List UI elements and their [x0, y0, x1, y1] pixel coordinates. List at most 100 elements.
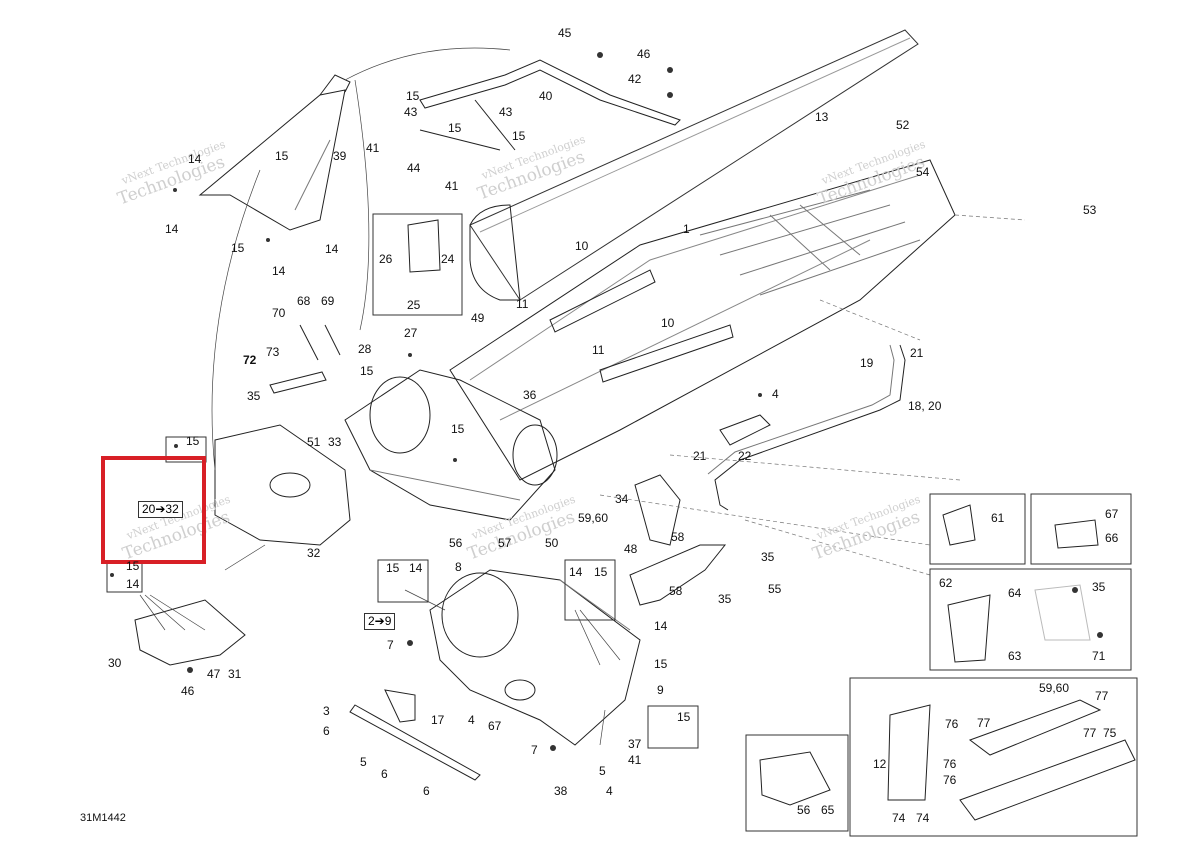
callout-label[interactable]: 10 — [661, 316, 675, 330]
callout-label[interactable]: 57 — [498, 536, 512, 550]
callout-label[interactable]: 15 — [512, 129, 526, 143]
callout-label[interactable]: 35 — [247, 389, 261, 403]
callout-label[interactable]: 40 — [539, 89, 553, 103]
callout-label[interactable]: 34 — [615, 492, 629, 506]
callout-label[interactable]: 15 — [386, 561, 400, 575]
callout-label[interactable]: 6 — [423, 784, 430, 798]
callout-label[interactable]: 15 — [594, 565, 608, 579]
callout-label[interactable]: 56 — [449, 536, 463, 550]
callout-label[interactable]: 27 — [404, 326, 418, 340]
callout-label[interactable]: 25 — [407, 298, 421, 312]
callout-label[interactable]: 41 — [445, 179, 459, 193]
callout-label[interactable]: 36 — [523, 388, 537, 402]
callout-label[interactable]: 76 — [945, 717, 959, 731]
callout-label[interactable]: 43 — [499, 105, 513, 119]
callout-label[interactable]: 4 — [468, 713, 475, 727]
callout-label[interactable]: 77 — [1095, 689, 1109, 703]
callout-label[interactable]: 56 — [797, 803, 811, 817]
callout-label[interactable]: 63 — [1008, 649, 1022, 663]
reference-box-20-32[interactable]: 20➔32 — [138, 501, 183, 518]
callout-label[interactable]: 15 — [406, 89, 420, 103]
callout-label[interactable]: 15 — [451, 422, 465, 436]
callout-label[interactable]: 14 — [188, 152, 202, 166]
callout-label[interactable]: 76 — [943, 757, 957, 771]
callout-label[interactable]: 61 — [991, 511, 1005, 525]
callout-label[interactable]: 6 — [323, 724, 330, 738]
callout-label[interactable]: 14 — [325, 242, 339, 256]
callout-label[interactable]: 19 — [860, 356, 874, 370]
callout-label[interactable]: 11 — [516, 297, 529, 311]
callout-label[interactable]: 41 — [366, 141, 380, 155]
callout-label[interactable]: 54 — [916, 165, 930, 179]
callout-label[interactable]: 74 — [916, 811, 930, 825]
callout-label[interactable]: 68 — [297, 294, 311, 308]
callout-label[interactable]: 24 — [441, 252, 455, 266]
callout-label[interactable]: 71 — [1092, 649, 1106, 663]
callout-label[interactable]: 67 — [488, 719, 502, 733]
callout-label[interactable]: 77 — [977, 716, 991, 730]
callout-label[interactable]: 45 — [558, 26, 572, 40]
callout-label[interactable]: 49 — [471, 311, 485, 325]
callout-label[interactable]: 65 — [821, 803, 835, 817]
callout-label[interactable]: 77 — [1083, 726, 1097, 740]
callout-label[interactable]: 14 — [569, 565, 583, 579]
callout-label[interactable]: 30 — [108, 656, 122, 670]
reference-box-2-9[interactable]: 2➔9 — [364, 613, 396, 630]
callout-label[interactable]: 5 — [599, 764, 606, 778]
callout-label[interactable]: 22 — [738, 449, 752, 463]
callout-label[interactable]: 4 — [772, 387, 779, 401]
callout-label[interactable]: 73 — [266, 345, 280, 359]
callout-label[interactable]: 47 — [207, 667, 221, 681]
callout-label[interactable]: 39 — [333, 149, 347, 163]
callout-label[interactable]: 35 — [1092, 580, 1106, 594]
callout-label[interactable]: 13 — [815, 110, 829, 124]
callout-label[interactable]: 70 — [272, 306, 286, 320]
callout-label[interactable]: 59,60 — [578, 511, 609, 525]
callout-label[interactable]: 31 — [228, 667, 242, 681]
callout-label[interactable]: 69 — [321, 294, 335, 308]
callout-label[interactable]: 32 — [307, 546, 321, 560]
callout-label[interactable]: 15 — [231, 241, 245, 255]
callout-label[interactable]: 41 — [628, 753, 642, 767]
callout-label[interactable]: 64 — [1008, 586, 1022, 600]
callout-label[interactable]: 28 — [358, 342, 372, 356]
callout-label[interactable]: 15 — [448, 121, 462, 135]
callout-label[interactable]: 3 — [323, 704, 330, 718]
callout-label[interactable]: 1 — [683, 222, 690, 236]
callout-label[interactable]: 14 — [409, 561, 423, 575]
callout-label[interactable]: 14 — [654, 619, 668, 633]
callout-label[interactable]: 33 — [328, 435, 342, 449]
callout-label[interactable]: 17 — [431, 713, 445, 727]
callout-label[interactable]: 14 — [126, 577, 140, 591]
callout-label[interactable]: 58 — [669, 584, 683, 598]
callout-label[interactable]: 74 — [892, 811, 906, 825]
callout-label[interactable]: 42 — [628, 72, 642, 86]
highlight-box[interactable] — [101, 456, 206, 564]
callout-label[interactable]: 15 — [654, 657, 668, 671]
callout-label[interactable]: 7 — [387, 638, 394, 652]
callout-label[interactable]: 43 — [404, 105, 418, 119]
callout-label[interactable]: 48 — [624, 542, 638, 556]
callout-label[interactable]: 10 — [575, 239, 589, 253]
callout-label[interactable]: 15 — [275, 149, 289, 163]
callout-label[interactable]: 15 — [186, 434, 200, 448]
callout-label[interactable]: 52 — [896, 118, 910, 132]
callout-label[interactable]: 35 — [761, 550, 775, 564]
callout-label[interactable]: 8 — [455, 560, 462, 574]
callout-label[interactable]: 6 — [381, 767, 388, 781]
callout-label[interactable]: 44 — [407, 161, 421, 175]
callout-label[interactable]: 66 — [1105, 531, 1119, 545]
callout-label[interactable]: 72 — [243, 353, 257, 367]
callout-label[interactable]: 58 — [671, 530, 685, 544]
callout-label[interactable]: 46 — [637, 47, 651, 61]
callout-label[interactable]: 55 — [768, 582, 782, 596]
callout-label[interactable]: 15 — [126, 559, 140, 573]
callout-label[interactable]: 53 — [1083, 203, 1097, 217]
callout-label[interactable]: 35 — [718, 592, 732, 606]
callout-label[interactable]: 21 — [910, 346, 924, 360]
callout-label[interactable]: 51 — [307, 435, 321, 449]
callout-label[interactable]: 38 — [554, 784, 568, 798]
callout-label[interactable]: 14 — [165, 222, 179, 236]
callout-label[interactable]: 7 — [531, 743, 538, 757]
callout-label[interactable]: 5 — [360, 755, 367, 769]
